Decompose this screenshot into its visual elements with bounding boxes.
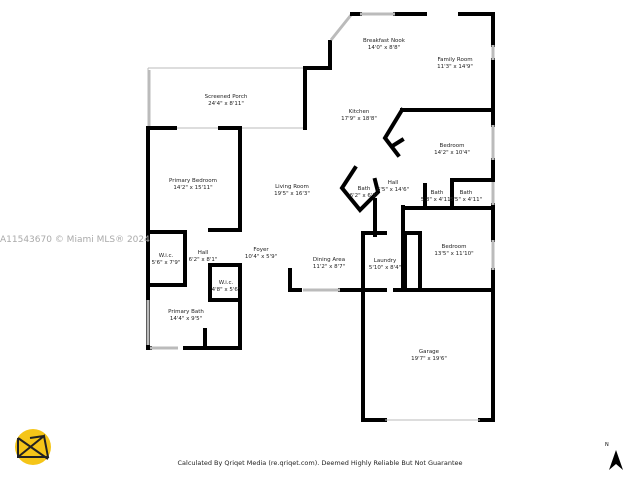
footer-disclaimer: Calculated By Qriqet Media (re.qriqet.co… <box>177 459 463 467</box>
room-wic-1: W.i.c.5'6" x 7'9" <box>151 253 181 266</box>
north-label: N <box>605 442 609 448</box>
room-wic-2: W.i.c.4'8" x 5'6" <box>211 280 241 293</box>
watermark: A11543670 © Miami MLS® 2024 <box>0 235 150 245</box>
walls <box>146 12 495 422</box>
